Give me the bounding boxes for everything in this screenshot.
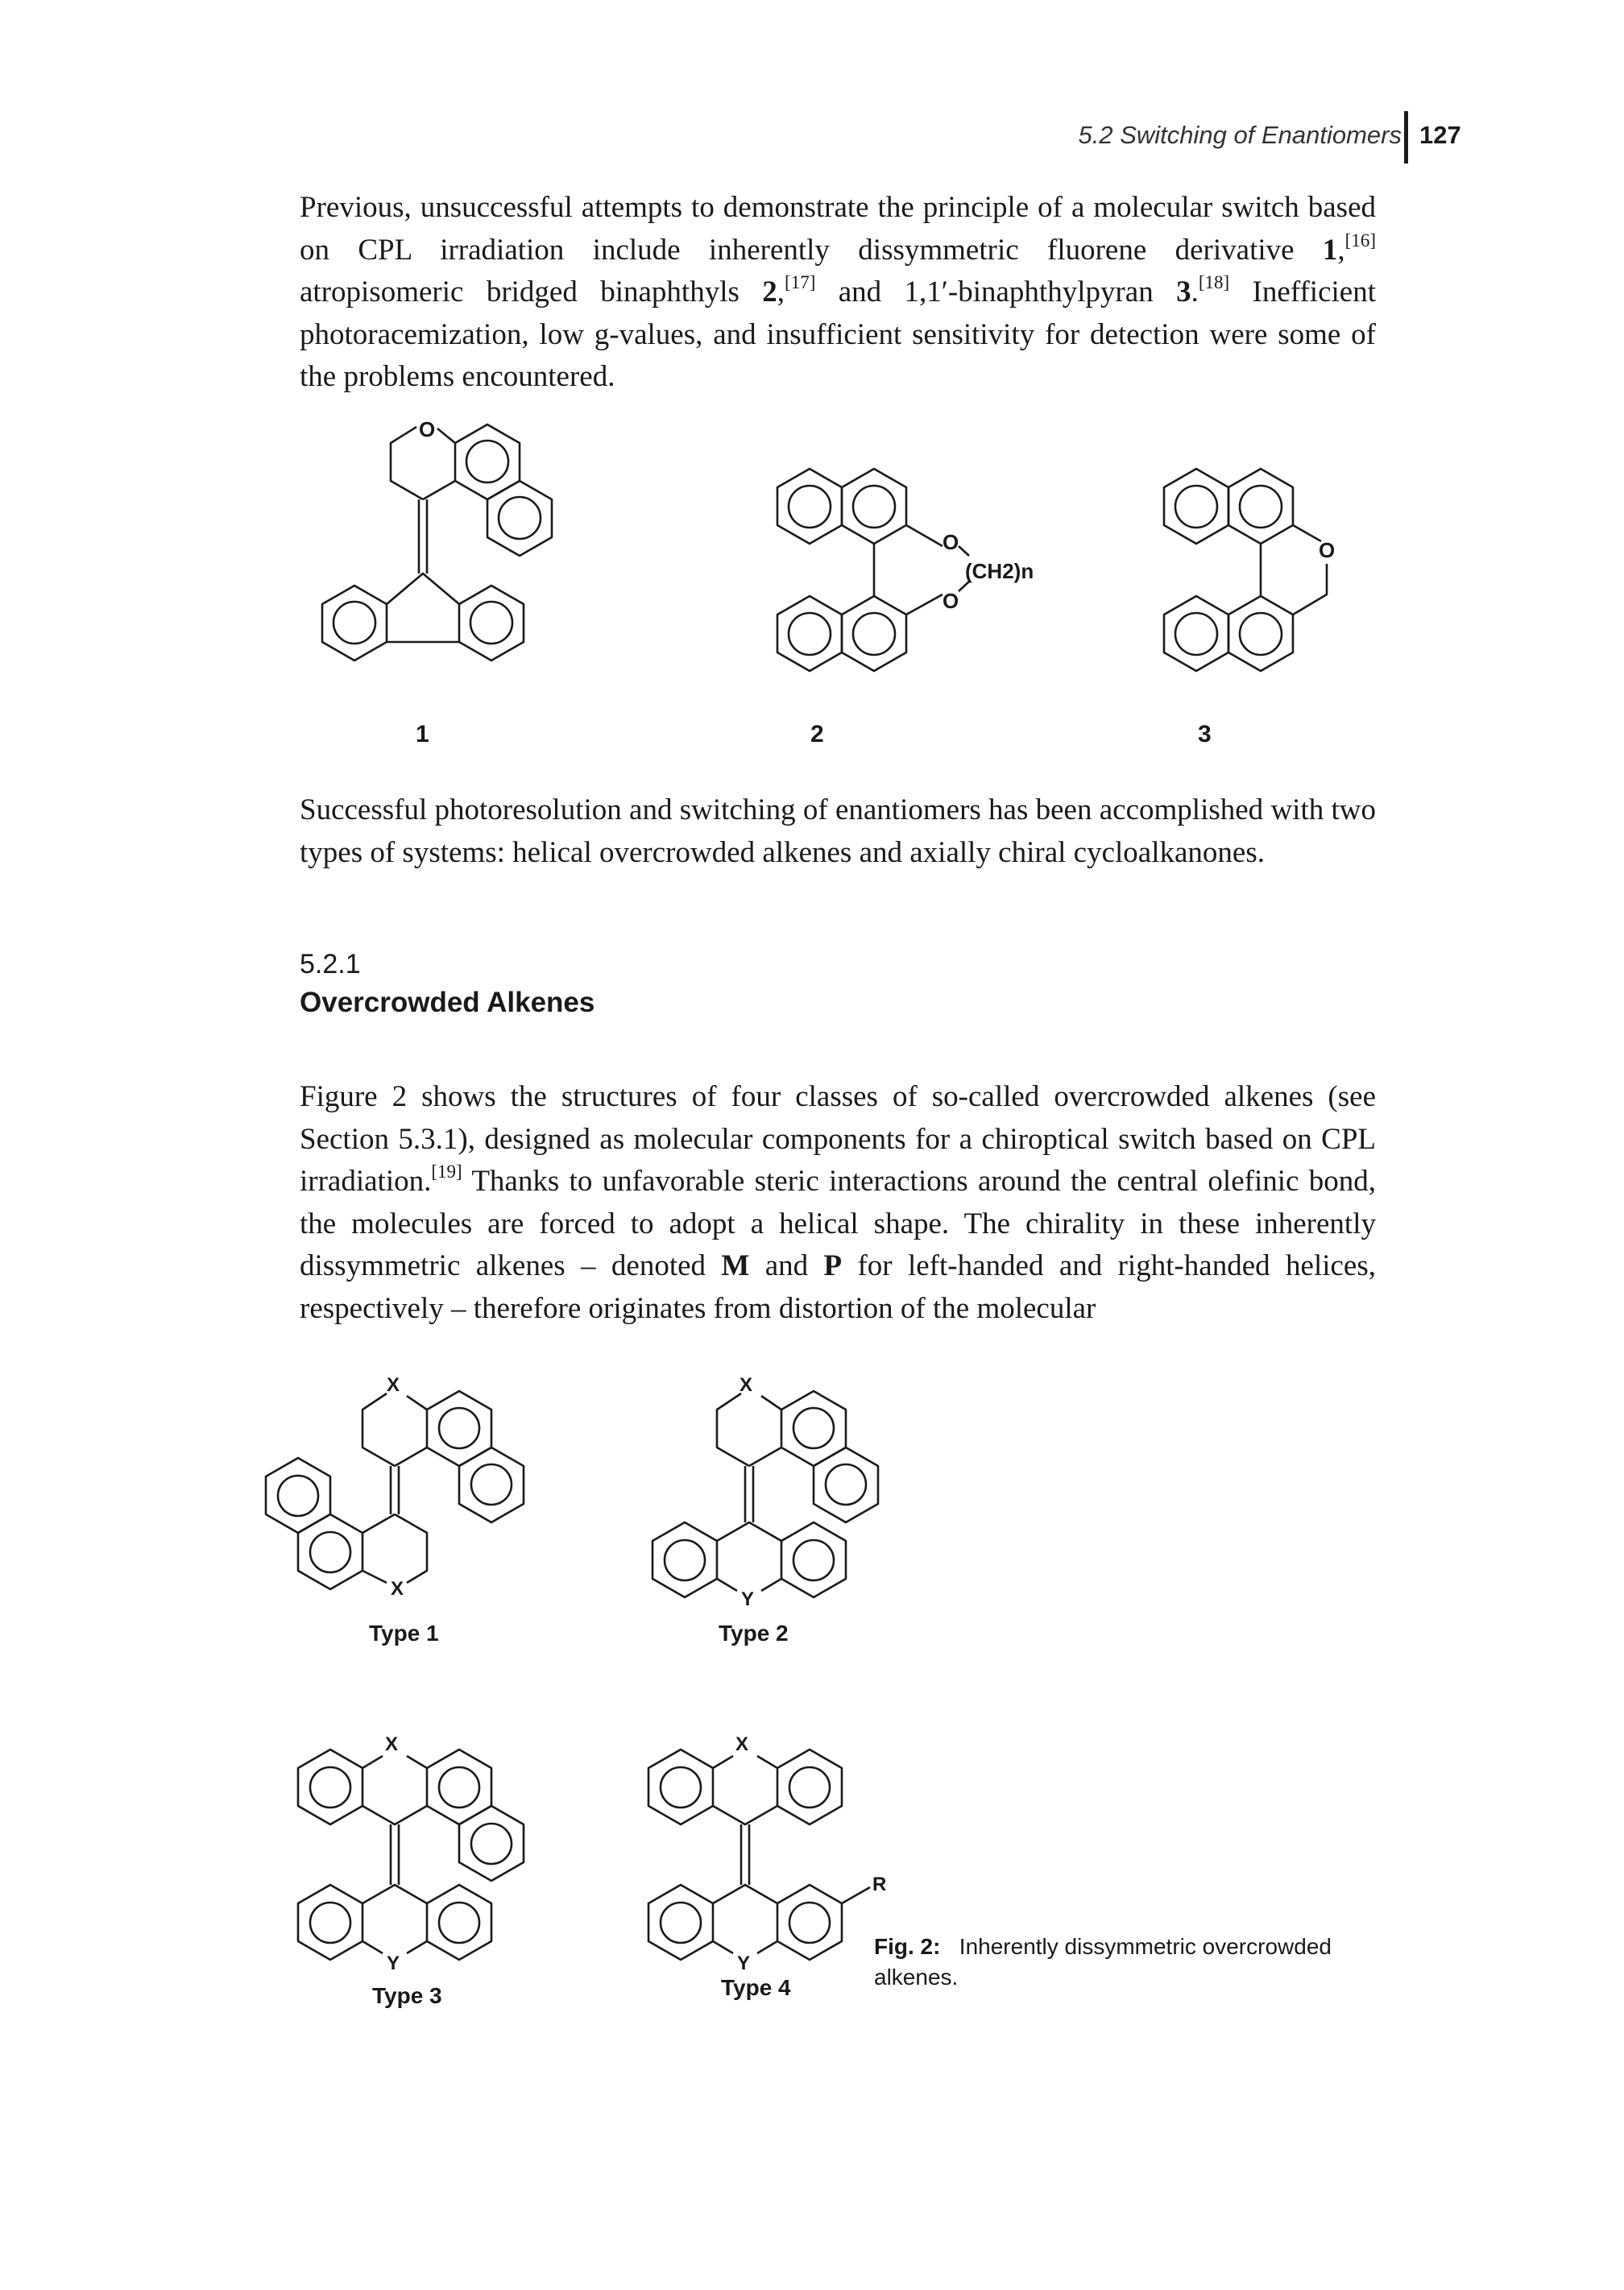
structure-compound-3: O: [1162, 467, 1335, 673]
type-label-1: Type 1: [369, 1621, 439, 1646]
compound-label-1: 1: [416, 721, 429, 747]
atom-r: R: [872, 1874, 886, 1895]
text-run: and: [749, 1249, 824, 1282]
paragraph-systems: Successful photoresolution and switching…: [300, 793, 1376, 869]
section-number: 5.2.1: [300, 949, 361, 979]
citation: [19]: [431, 1161, 462, 1182]
type-label-4: Type 4: [721, 1975, 791, 2000]
section-title: Overcrowded Alkenes: [300, 987, 595, 1018]
text-run: Inefficient photoracemization, low g-val…: [300, 275, 1376, 393]
citation: [16]: [1344, 230, 1376, 251]
atom-x: X: [735, 1733, 748, 1755]
caption-label: Fig. 2:: [874, 1934, 941, 1959]
chain-label: (CH2)n: [965, 559, 1034, 583]
structure-type-1: X X: [264, 1374, 525, 1600]
header-rule: [1404, 111, 1408, 164]
figure-caption: Fig. 2: Inherently dissymmetric overcrow…: [874, 1932, 1373, 1993]
compound-label-3: 3: [1198, 721, 1212, 747]
descriptor-p: P: [823, 1249, 843, 1282]
page-number: 127: [1419, 121, 1461, 149]
structure-type-3: X Y: [296, 1733, 525, 1974]
citation: [17]: [785, 271, 816, 292]
text-run: Previous, unsuccessful attempts to demon…: [300, 191, 1376, 267]
text-run: Figure 2 shows the structures of four cl…: [300, 1080, 1376, 1198]
atom-y: Y: [387, 1953, 400, 1974]
atom-oxygen: O: [419, 417, 435, 441]
text-run: Thanks to unfavorable steric interaction…: [300, 1165, 1376, 1282]
atom-x: X: [740, 1374, 752, 1396]
atom-oxygen: O: [942, 530, 959, 554]
running-head: 5.2 Switching of Enantiomers: [1078, 121, 1402, 149]
atom-y: Y: [741, 1588, 754, 1610]
structure-compound-1: O: [321, 417, 553, 662]
atom-x: X: [387, 1374, 400, 1396]
atom-x: X: [391, 1578, 404, 1600]
compound-ref: 3: [1176, 275, 1191, 309]
compound-label-2: 2: [810, 721, 824, 747]
structure-type-2: X Y: [651, 1374, 880, 1610]
paragraph-overcrowded: Figure 2 shows the structures of four cl…: [300, 1076, 1376, 1330]
compound-ref: 2: [762, 275, 777, 309]
caption-text: Inherently dissymmetric overcrowded alke…: [874, 1934, 1332, 1990]
atom-oxygen: O: [942, 589, 959, 613]
atom-oxygen: O: [1319, 538, 1335, 562]
structure-compound-2: O O (CH2)n: [776, 467, 1034, 673]
text-run: for left-handed and right-handed helices…: [300, 1249, 1376, 1325]
descriptor-m: M: [721, 1249, 750, 1282]
atom-x: X: [385, 1733, 398, 1755]
compound-ref: 1: [1322, 233, 1338, 267]
structure-type-4: X Y R: [647, 1733, 886, 1974]
text-run: and 1,1′-binaphthylpyran: [815, 275, 1177, 309]
atom-y: Y: [737, 1953, 750, 1974]
citation: [18]: [1198, 271, 1230, 292]
paragraph-intro: Previous, unsuccessful attempts to demon…: [300, 191, 1376, 393]
type-label-3: Type 3: [372, 1983, 442, 2008]
text-run: atropisomeric bridged binaphthyls: [300, 275, 763, 309]
type-label-2: Type 2: [719, 1621, 789, 1646]
